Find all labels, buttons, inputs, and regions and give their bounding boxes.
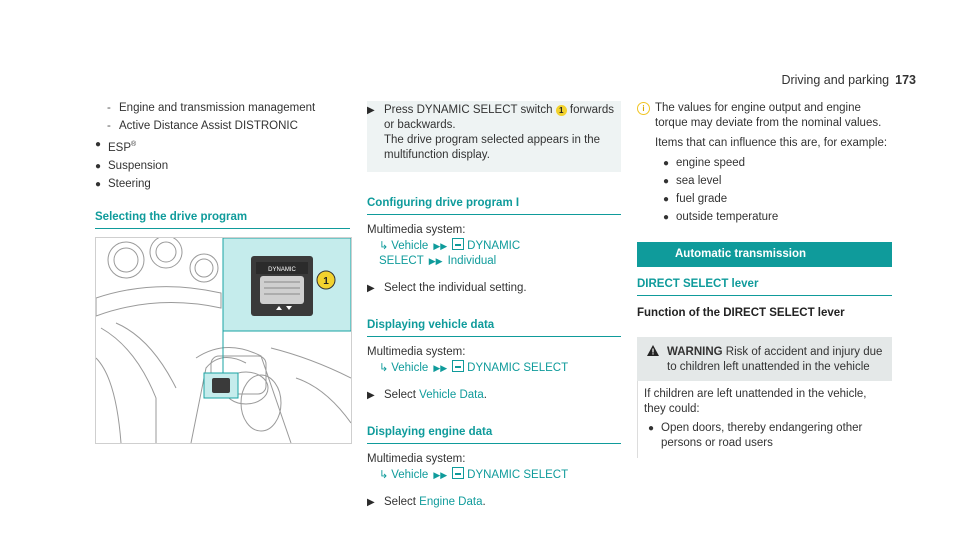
warning-body: If children are left unattended in the v… [637, 381, 892, 458]
list-item: -Engine and transmission management [107, 102, 316, 114]
step-text: forwards or backwards. [384, 104, 614, 131]
seat-icon [452, 360, 465, 372]
path-arrow-icon: ↳ [379, 362, 389, 374]
warning-header: WARNING Risk of accident and injury due … [637, 337, 892, 381]
info-icon: i [637, 102, 650, 115]
menu-link-individual[interactable]: Individual [447, 255, 497, 267]
step-arrow-icon: ▶ [367, 105, 375, 116]
path-arrow-icon: ↳ [379, 240, 389, 252]
list-item: ●Open doors, thereby endangering other p… [648, 422, 863, 449]
list-item: ●sea level [663, 175, 722, 187]
header-section-title: Driving and parking [781, 73, 890, 87]
seat-icon [452, 238, 465, 250]
instruction-box: ▶ Press DYNAMIC SELECT switch 1 forwards… [367, 101, 621, 172]
list-item: ●engine speed [663, 157, 746, 169]
list-item-text: Steering [108, 177, 151, 190]
console-illustration: DYNAMIC 1 [95, 236, 352, 444]
list-item: ●fuel grade [663, 193, 728, 205]
section-heading: Displaying vehicle data [367, 318, 621, 337]
list-item-text: Active Distance Assist DISTRONIC [119, 120, 298, 132]
list-item: ●ESP® [95, 139, 137, 154]
chapter-bar: Automatic transmission [637, 242, 892, 267]
svg-text:1: 1 [323, 276, 329, 287]
chevron-icon: ▶▶ [433, 241, 448, 251]
step-text: . [483, 389, 487, 401]
callout-badge: 1 [555, 105, 567, 116]
menu-link-dynamic-select[interactable]: DYNAMIC SELECT [467, 362, 569, 374]
step-arrow-icon: ▶ [367, 497, 375, 508]
instruction-step: ▶ Select Vehicle Data. [367, 388, 621, 403]
warning-label: WARNING [667, 346, 723, 358]
info-text: The values for engine output and engine … [655, 102, 882, 129]
instruction-step: ▶ Select the individual setting. [367, 281, 621, 296]
svg-text:DYNAMIC: DYNAMIC [268, 267, 296, 273]
warning-triangle-icon [647, 345, 659, 356]
menu-path: ↳Vehicle ▶▶DYNAMIC SELECT▶▶ Individual [367, 238, 621, 269]
section-heading: DIRECT SELECT lever [637, 277, 892, 296]
section-heading: Configuring drive program I [367, 196, 621, 215]
page-header: Driving and parking 173 [781, 73, 916, 87]
chevron-icon: ▶▶ [428, 256, 443, 266]
info-text: Items that can influence this are, for e… [655, 137, 888, 149]
menu-path: ↳Vehicle ▶▶ DYNAMIC SELECT [367, 360, 621, 376]
column-middle: ▶ Press DYNAMIC SELECT switch 1 forwards… [367, 101, 621, 515]
registered-mark: ® [131, 141, 137, 148]
step-arrow-icon: ▶ [367, 283, 375, 294]
list-item: ●Suspension [95, 159, 169, 172]
list-item-text: ESP [108, 141, 132, 154]
warning-text: Risk of accident and injury due to child… [667, 346, 883, 373]
list-item-text: Engine and transmission management [119, 102, 316, 114]
list-item-text: sea level [676, 175, 722, 187]
menu-path: ↳Vehicle ▶▶ DYNAMIC SELECT [367, 467, 621, 483]
column-left: -Engine and transmission management -Act… [95, 101, 352, 444]
step-text: Select [384, 496, 420, 508]
info-note: i The values for engine output and engin… [637, 101, 892, 225]
menu-link-vehicle[interactable]: Vehicle [391, 362, 429, 374]
sub-heading: Function of the DIRECT SELECT lever [637, 307, 845, 319]
warning-body-text: If children are left unattended in the v… [644, 388, 867, 415]
menu-link-vehicle[interactable]: Vehicle [391, 469, 429, 481]
step-text: . [482, 496, 486, 508]
list-item: ●outside temperature [663, 211, 779, 223]
multimedia-label: Multimedia system: [367, 453, 466, 465]
menu-link-engine-data[interactable]: Engine Data [419, 496, 483, 508]
page-number: 173 [895, 73, 916, 87]
seat-icon [452, 467, 465, 479]
section-heading: Displaying engine data [367, 425, 621, 444]
chevron-icon: ▶▶ [433, 363, 448, 373]
step-arrow-icon: ▶ [367, 390, 375, 401]
multimedia-label: Multimedia system: [367, 224, 466, 236]
section-heading: Selecting the drive program [95, 210, 350, 229]
menu-link-vehicle[interactable]: Vehicle [391, 240, 429, 252]
list-item-text: Open doors, thereby endangering other pe… [661, 422, 863, 449]
step-result-text: The drive program selected appears in th… [384, 134, 601, 161]
menu-link-dynamic-select[interactable]: DYNAMIC SELECT [379, 240, 521, 267]
column-right: i The values for engine output and engin… [637, 101, 892, 458]
list-item-text: Suspension [108, 159, 169, 172]
path-arrow-icon: ↳ [379, 469, 389, 481]
step-text: Select [384, 389, 420, 401]
menu-link-dynamic-select[interactable]: DYNAMIC SELECT [467, 469, 569, 481]
step-text: Select the individual setting. [384, 282, 527, 294]
instruction-step: ▶ Press DYNAMIC SELECT switch 1 forwards… [367, 103, 621, 163]
list-item: ●Steering [95, 177, 151, 190]
list-item-text: outside temperature [676, 211, 779, 223]
menu-link-vehicle-data[interactable]: Vehicle Data [419, 389, 484, 401]
list-item-text: fuel grade [676, 193, 728, 205]
instruction-step: ▶ Select Engine Data. [367, 495, 621, 510]
multimedia-label: Multimedia system: [367, 346, 466, 358]
list-item: -Active Distance Assist DISTRONIC [107, 120, 298, 132]
chevron-icon: ▶▶ [433, 470, 448, 480]
step-text: Press DYNAMIC SELECT switch [384, 104, 556, 116]
warning-box: WARNING Risk of accident and injury due … [637, 337, 892, 458]
list-item-text: engine speed [676, 157, 746, 169]
